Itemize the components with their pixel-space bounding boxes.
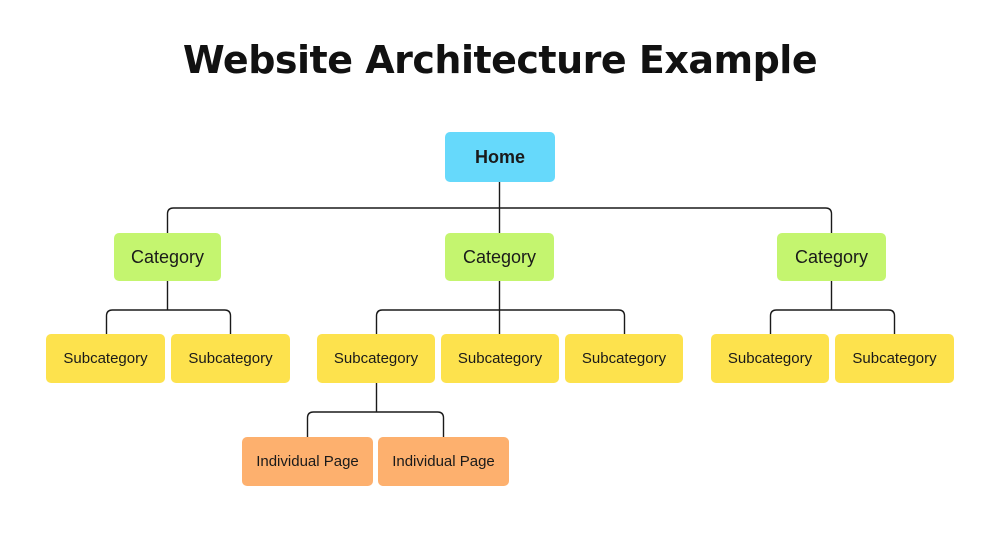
connector-category-1-to-subcategories: [105, 281, 232, 334]
node-subcategory-label: Subcategory: [727, 350, 813, 367]
node-category-2: Category: [445, 233, 554, 281]
node-individual-page-1: Individual Page: [242, 437, 373, 486]
node-subcategory-3-2: Subcategory: [835, 334, 954, 383]
node-subcategory-label: Subcategory: [333, 350, 419, 367]
node-subcategory-label: Subcategory: [63, 350, 148, 367]
node-category-3: Category: [777, 233, 886, 281]
connector-home-to-categories: [166, 182, 833, 233]
node-subcategory-3-1: Subcategory: [711, 334, 829, 383]
node-subcategory-label: Subcategory: [852, 350, 937, 367]
node-home-label: Home: [474, 146, 525, 167]
node-subcategory-1-1: Subcategory: [46, 334, 165, 383]
node-individual-page-2: Individual Page: [378, 437, 509, 486]
node-category-label: Category: [794, 246, 869, 267]
node-category-label: Category: [462, 246, 537, 267]
node-subcategory-1-2: Subcategory: [171, 334, 290, 383]
node-category-label: Category: [130, 246, 205, 267]
connector-category-3-to-subcategories: [769, 281, 896, 334]
node-page-label: Individual Page: [256, 453, 359, 470]
node-subcategory-label: Subcategory: [188, 350, 273, 367]
node-subcategory-label: Subcategory: [581, 350, 667, 367]
connector-category-2-to-subcategories: [375, 281, 626, 334]
node-category-1: Category: [114, 233, 221, 281]
diagram-title: Website Architecture Example: [182, 38, 818, 82]
node-subcategory-2-1: Subcategory: [317, 334, 435, 383]
node-subcategory-2-2: Subcategory: [441, 334, 559, 383]
node-home: Home: [445, 132, 555, 182]
node-subcategory-2-3: Subcategory: [565, 334, 683, 383]
node-subcategory-label: Subcategory: [457, 350, 543, 367]
connector-subcategory-to-pages: [306, 383, 445, 437]
node-page-label: Individual Page: [392, 453, 495, 470]
